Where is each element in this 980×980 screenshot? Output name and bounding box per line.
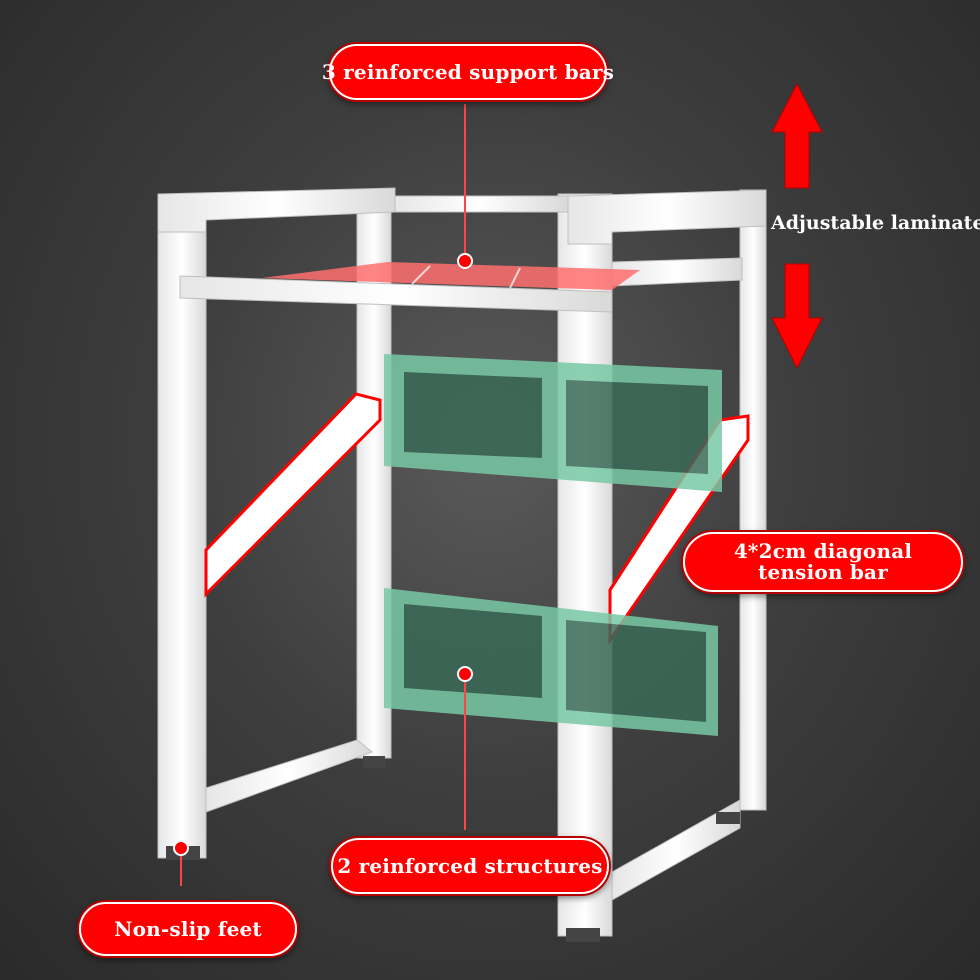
reinforced-structure-lower: [384, 588, 718, 736]
rack-frame: [157, 187, 767, 942]
reinforced-structure-upper: [384, 354, 722, 492]
down-arrow-icon: [771, 263, 823, 370]
diagonal-bar-callout: 4*2cm diagonal tension bar: [683, 532, 963, 592]
pointer-structures: [457, 666, 473, 830]
diagonal-bar-callout-line1: 4*2cm diagonal: [733, 539, 913, 563]
up-arrow-icon: [771, 82, 823, 189]
diagonal-tension-bar-left: [204, 392, 382, 598]
non-slip-feet-callout: Non-slip feet: [79, 902, 297, 956]
diagonal-bar-callout-line2: tension bar: [758, 560, 888, 584]
pointer-support-bars: [457, 104, 473, 269]
adjustable-laminate-label: Adjustable laminate: [771, 212, 980, 234]
reinforced-structures-callout: 2 reinforced structures: [331, 838, 609, 894]
support-bars-callout: 3 reinforced support bars: [322, 44, 614, 100]
pointer-feet: [173, 840, 189, 886]
support-bars-highlight: [262, 262, 640, 290]
